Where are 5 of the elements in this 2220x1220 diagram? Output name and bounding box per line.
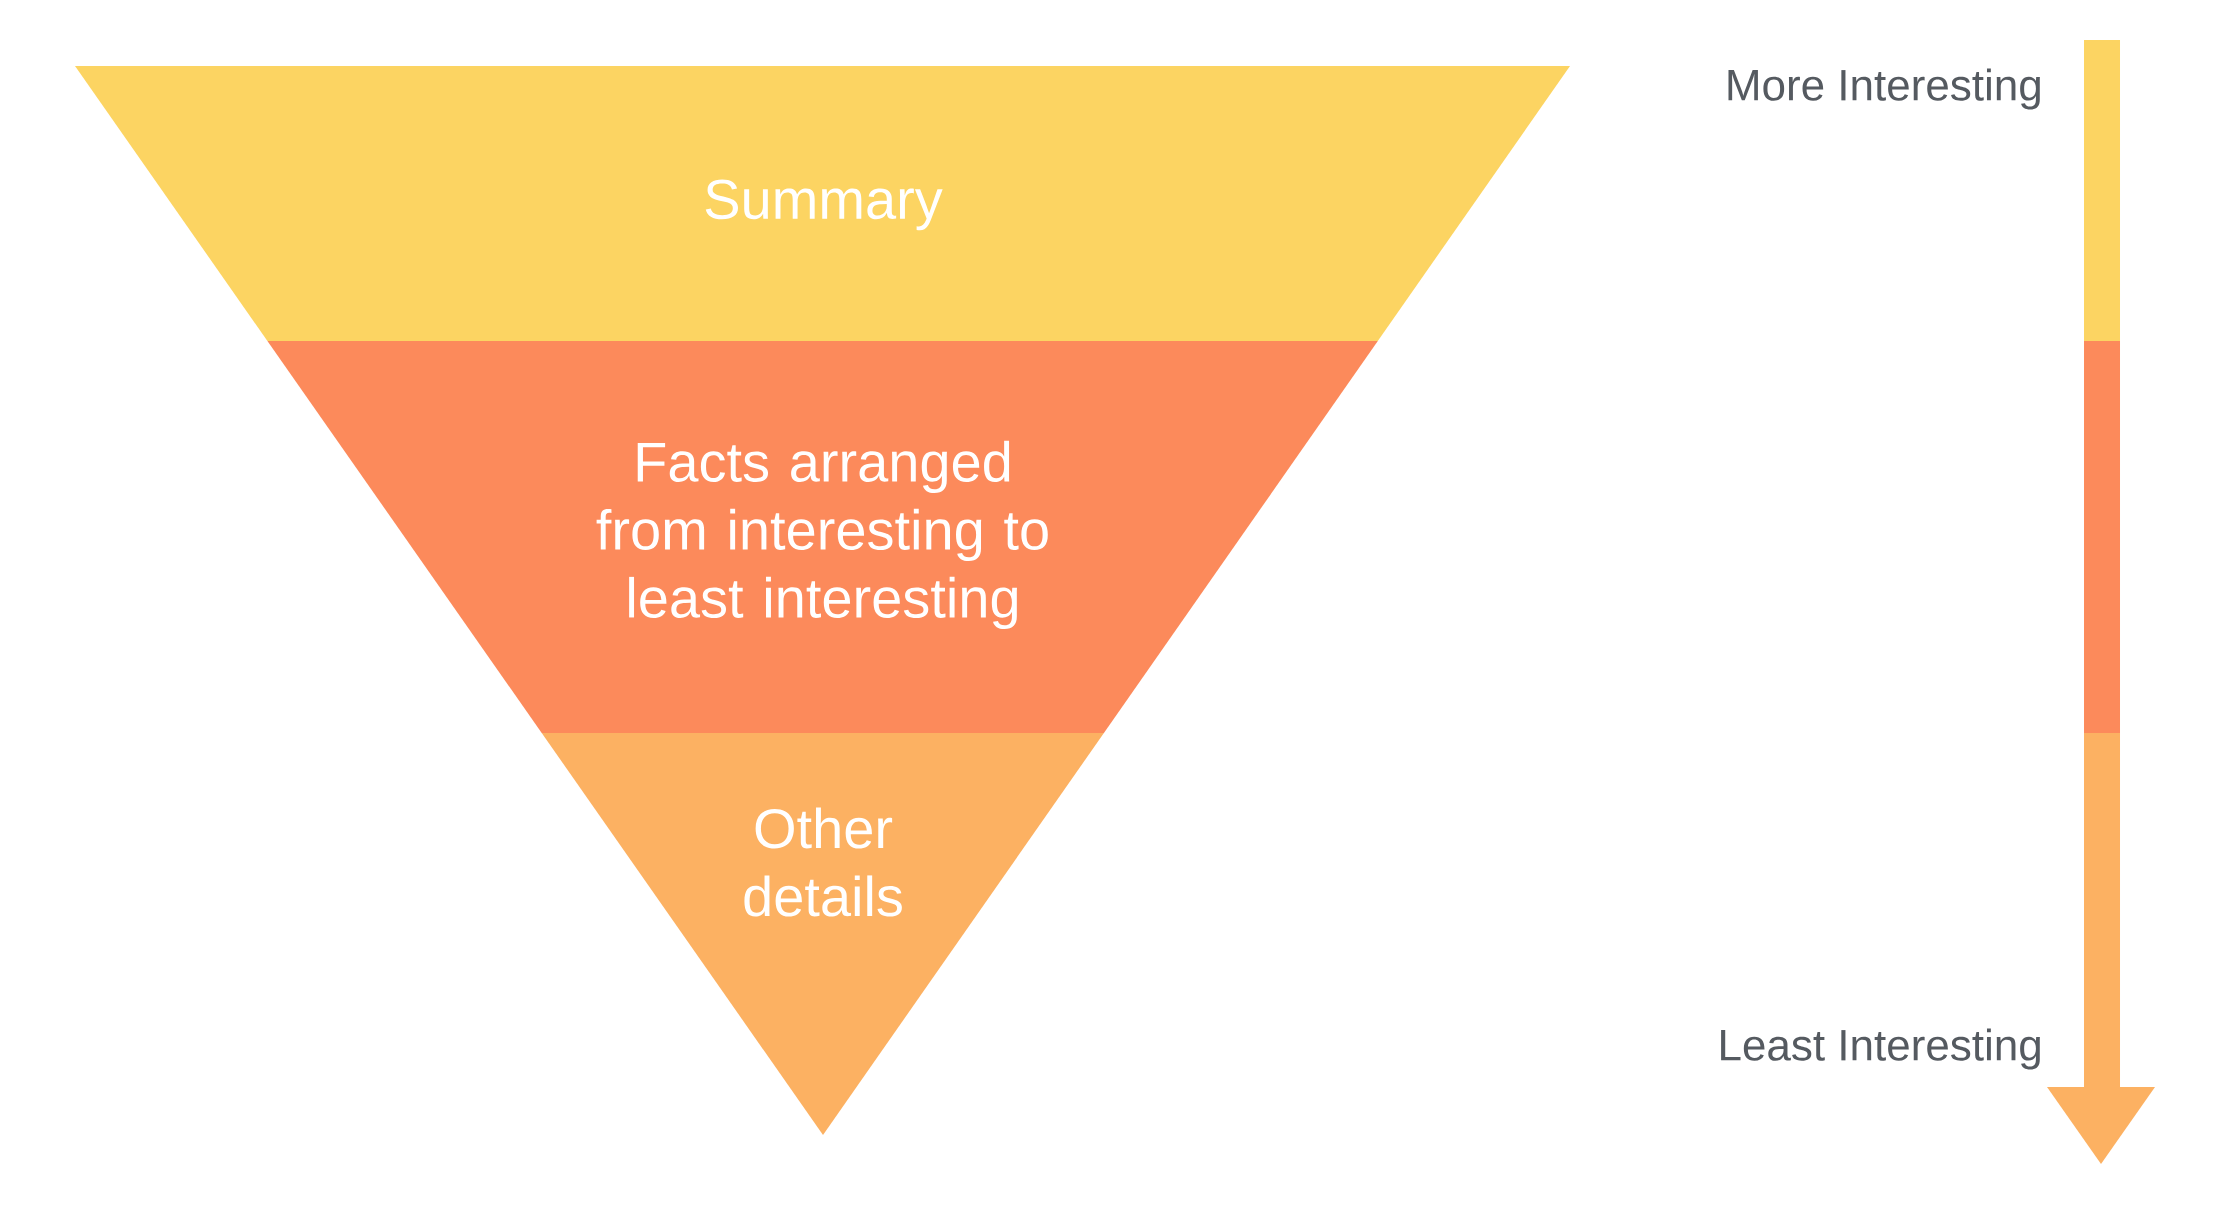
- funnel-band: Summary: [75, 66, 1570, 341]
- scale-label: More Interesting: [1728, 68, 2040, 110]
- funnel-band: Other details: [541, 733, 1104, 1135]
- funnel-band: Facts arranged from interesting to least interesting: [267, 341, 1378, 733]
- scale-label: Least Interesting: [1721, 1028, 2040, 1070]
